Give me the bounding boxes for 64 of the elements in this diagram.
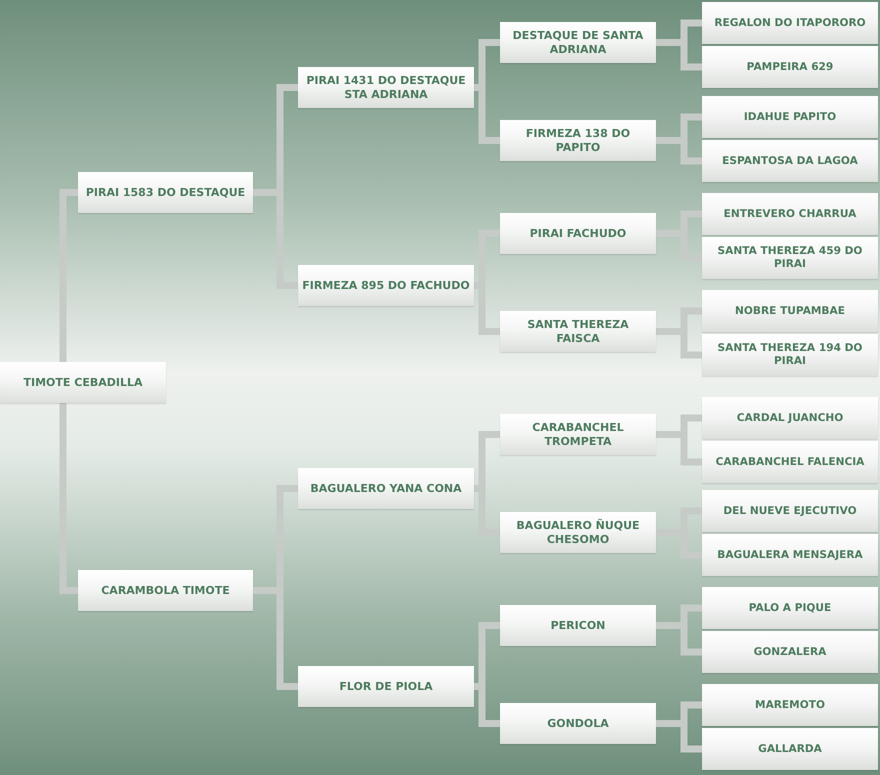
name-box	[298, 265, 474, 306]
name-box	[702, 237, 878, 279]
name-box	[0, 362, 166, 403]
horse-name: SANTA THEREZA FAISCA	[526, 318, 630, 345]
horse-name: IDAHUE PAPITO	[744, 110, 836, 124]
horse-name: PIRAI 1583 DO DESTAQUE	[86, 186, 246, 200]
horse-name: GONZALERA	[754, 646, 826, 658]
name-box	[298, 666, 474, 707]
horse-name: CARABANCHEL FALENCIA	[716, 456, 864, 468]
horse-name: PAMPEIRA 629	[746, 60, 834, 74]
name-box	[500, 703, 656, 744]
horse-name: SANTA THEREZA 194 DO PIRAI	[716, 342, 864, 368]
name-box	[500, 512, 656, 553]
horse-name: DEL NUEVE EJECUTIVO	[723, 504, 857, 518]
name-box	[298, 67, 474, 108]
horse-name: FIRMEZA 895 DO FACHUDO	[302, 278, 470, 292]
horse-name: CARDAL JUANCHO	[736, 412, 844, 424]
name-box	[702, 96, 878, 138]
horse-name: PIRAI 1431 DO DESTAQUE STA ADRIANA	[305, 74, 467, 101]
horse-name: GALLARDA	[758, 742, 822, 756]
horse-name: ESPANTOSA DA LAGOA	[722, 154, 858, 168]
name-box	[702, 397, 878, 439]
name-box	[702, 490, 878, 532]
name-box	[702, 2, 878, 44]
name-box	[500, 213, 656, 254]
horse-name: PERICON	[550, 618, 606, 632]
name-box	[702, 193, 878, 235]
connector-line	[60, 189, 78, 362]
horse-name: TIMOTE CEBADILLA	[24, 376, 142, 390]
horse-name: CARAMBOLA TIMOTE	[101, 584, 230, 598]
name-box	[500, 414, 656, 455]
horse-name: PALO A PIQUE	[748, 602, 832, 614]
name-box	[702, 140, 878, 182]
name-box	[702, 290, 878, 332]
name-box	[702, 684, 878, 726]
horse-name: FLOR DE PIOLA	[339, 680, 433, 694]
name-box	[702, 441, 878, 483]
name-box	[500, 605, 656, 646]
horse-name: BAGUALERO YANA CONA	[310, 482, 462, 496]
name-box	[500, 22, 656, 63]
name-box	[78, 172, 253, 213]
name-box	[702, 534, 878, 576]
name-box	[702, 631, 878, 673]
horse-name: GONDOLA	[547, 716, 609, 730]
horse-name: MAREMOTO	[755, 698, 825, 712]
name-box	[702, 728, 878, 770]
horse-name: SANTA THEREZA 459 DO PIRAI	[716, 245, 864, 271]
name-box	[702, 334, 878, 376]
name-box	[500, 311, 656, 352]
name-box	[702, 587, 878, 629]
horse-name: BAGUALERA MENSAJERA	[717, 548, 863, 562]
horse-name: DESTAQUE DE SANTA ADRIANA	[512, 29, 644, 56]
horse-name: BAGUALERO ÑUQUE CHESOMO	[515, 519, 641, 546]
name-box	[702, 46, 878, 88]
horse-name: ENTREVERO CHARRUA	[724, 208, 856, 220]
connector-line	[60, 403, 78, 594]
horse-name: PIRAI FACHUDO	[530, 226, 626, 240]
name-box	[298, 468, 474, 509]
horse-name: REGALON DO ITAPORORO	[714, 16, 866, 30]
horse-name: FIRMEZA 138 DO PAPITO	[524, 127, 632, 154]
name-box	[500, 120, 656, 161]
name-box	[78, 570, 253, 611]
horse-name: NOBRE TUPAMBAE	[735, 304, 845, 318]
horse-name: CARABANCHEL TROMPETA	[531, 421, 625, 448]
